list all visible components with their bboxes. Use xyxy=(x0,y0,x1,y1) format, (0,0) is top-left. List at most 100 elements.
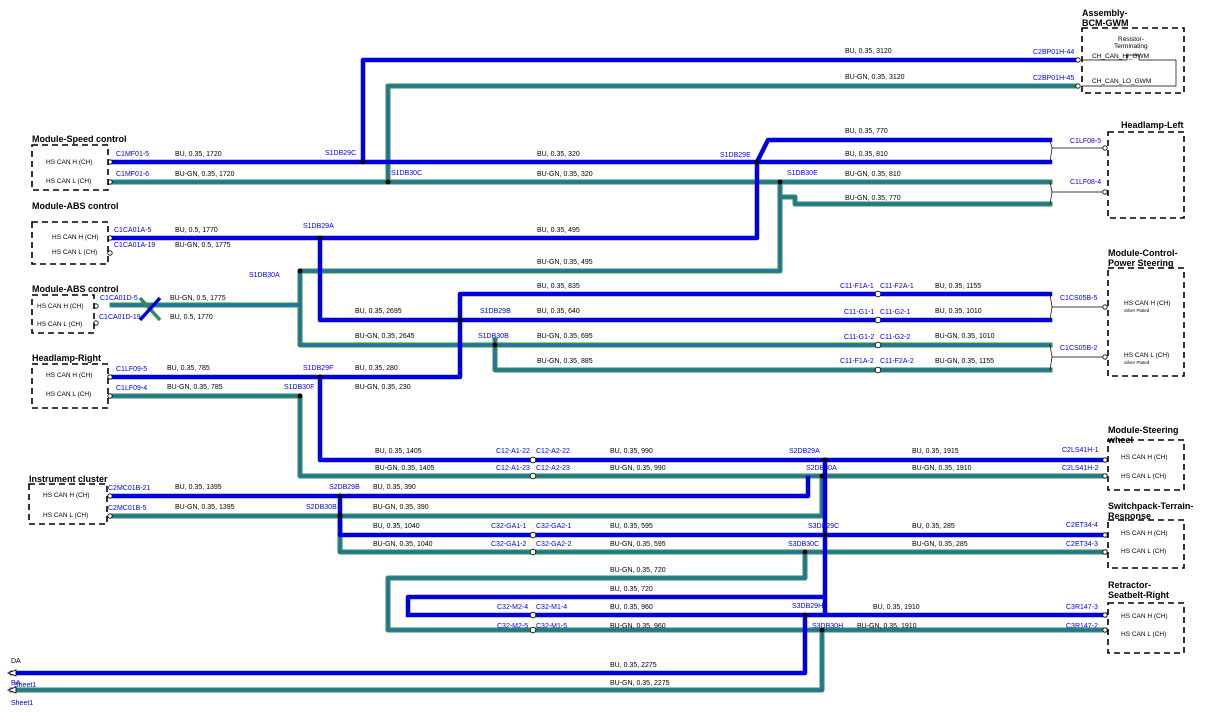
conn-c2et34-3: C2ET34-3 xyxy=(1066,541,1098,548)
splice-s1db30a: S1DB30A xyxy=(249,272,280,279)
conn-c12-a1-22: C12-A1-22 xyxy=(496,448,530,455)
sw-pin-h: HS CAN H (CH) xyxy=(1121,454,1168,461)
conn-c11-f2a-1: C11-F2A-1 xyxy=(880,283,914,290)
hlr-pin-l: HS CAN L (CH) xyxy=(46,391,91,398)
wire-label: BU-GN, 0.35, 1155 xyxy=(935,358,994,365)
offpage-references[interactable]: DA BA Sheet1 Sheet1 xyxy=(11,658,36,707)
ic-pin-h: HS CAN H (CH) xyxy=(43,492,90,499)
wire-label: BU, 0.35, 1405 xyxy=(375,448,422,455)
conn-c32-ga2-1: C32-GA2-1 xyxy=(536,523,572,530)
wire-label: BU, 0.35, 2275 xyxy=(610,662,657,669)
pin-labels: HS CAN H (CH) HS CAN L (CH) HS CAN H (CH… xyxy=(37,36,1171,638)
wire-label: BU, 0.35, 835 xyxy=(537,283,580,290)
conn-c12-a2-23: C12-A2-23 xyxy=(536,465,570,472)
bcm-pin-hi: CH_CAN_HI_GWM xyxy=(1092,53,1149,60)
conn-c2bp01h-45: C2BP01H-45 xyxy=(1033,75,1074,82)
offpage-sheet1-a: Sheet1 xyxy=(14,682,36,689)
conn-c2bp01h-44: C2BP01H-44 xyxy=(1033,49,1074,56)
steering-wheel-title-1: Module-Steering xyxy=(1108,425,1179,435)
bu-wires xyxy=(9,57,1108,676)
wire-label: BU, 0.35, 1720 xyxy=(175,151,222,158)
wire-label: BU-GN, 0.35, 1910 xyxy=(857,623,917,630)
wire-label: BU-GN, 0.5, 1775 xyxy=(175,242,231,249)
conn-c11-g2-1: C11-G2-1 xyxy=(880,309,910,316)
splice-labels: S1DB29C S1DB30C S1DB29E S1DB30E S1DB29A … xyxy=(249,150,843,630)
wire-label: BU, 0.35, 3120 xyxy=(845,48,892,55)
module-titles: Module-Speed control Module-ABS control … xyxy=(29,8,1193,600)
wire-label: BU-GN, 0.35, 2275 xyxy=(610,680,670,687)
conn-c3r147-3: C3R147-3 xyxy=(1066,604,1098,611)
bcm-title-2: BCM-GWM xyxy=(1082,18,1129,28)
conn-c1cs05b-2: C1CS05B-2 xyxy=(1060,345,1097,352)
conn-c11-f2a-2: C11-F2A-2 xyxy=(880,358,914,365)
abs-module-title: Module-ABS control xyxy=(32,201,119,211)
conn-c1cs05b-5: C1CS05B-5 xyxy=(1060,295,1097,302)
wire-label: BU-GN, 0.35, 2645 xyxy=(355,333,415,340)
wire-label: BU, 0.35, 770 xyxy=(845,128,888,135)
wire-label: BU, 0.35, 390 xyxy=(373,484,416,491)
bcm-resistor-label-1: Resistor- xyxy=(1118,36,1144,43)
power-steering-title-1: Module-Control- xyxy=(1108,248,1177,258)
conn-c2mc01b-21: C2MC01B-21 xyxy=(108,485,151,492)
abs-pin-l: HS CAN L (CH) xyxy=(52,249,97,256)
wire-label: BU, 0.5, 1770 xyxy=(175,227,218,234)
sw-pin-l: HS CAN L (CH) xyxy=(1121,473,1166,480)
conn-c1lf08-5: C1LF08-5 xyxy=(1070,138,1101,145)
splice-s2db30b: S2DB30B xyxy=(306,504,337,511)
wire-label: BU, 0.35, 285 xyxy=(912,523,955,530)
wire-label: BU, 0.35, 810 xyxy=(845,151,888,158)
splice-s1db30b: S1DB30B xyxy=(478,333,509,340)
ps-pin-h: HS CAN H (CH) xyxy=(1124,300,1171,307)
conn-c11-g1-2: C11-G1-2 xyxy=(844,334,874,341)
conn-c2mc01b-5: C2MC01B-5 xyxy=(108,505,147,512)
ps-pin-l-note: Silver Plated xyxy=(1124,360,1150,365)
wire-label: BU, 0.35, 1915 xyxy=(912,448,959,455)
splice-s1db30f: S1DB30F xyxy=(284,384,314,391)
sp-pin-l: HS CAN L (CH) xyxy=(1121,548,1166,555)
abs-pin-h: HS CAN H (CH) xyxy=(52,234,99,241)
conn-c1ca01d-19: C1CA01D-19 xyxy=(99,314,141,321)
wire-label: BU-GN, 0.35, 320 xyxy=(537,171,593,178)
conn-c11-f1a-1: C11-F1A-1 xyxy=(840,283,874,290)
splice-s3db30h: S3DB30H xyxy=(812,623,843,630)
conn-c1mf01-6: C1MF01-6 xyxy=(116,171,149,178)
wire-label: BU-GN, 0.35, 1910 xyxy=(912,465,972,472)
headlamp-right-title: Headlamp-Right xyxy=(32,353,101,363)
conn-c32-ga1-1: C32-GA1-1 xyxy=(491,523,527,530)
wire-label: BU, 0.5, 1770 xyxy=(170,314,213,321)
offpage-arrows xyxy=(6,669,17,694)
conn-c32-ga1-2: C32-GA1-2 xyxy=(491,541,527,548)
wire-label: BU-GN, 0.35, 230 xyxy=(355,384,411,391)
conn-c32-m2-5: C32-M2-5 xyxy=(497,623,528,630)
conn-c12-a1-23: C12-A1-23 xyxy=(496,465,530,472)
conn-c11-g1-1: C11-G1-1 xyxy=(844,309,874,316)
wire-label: BU-GN, 0.35, 720 xyxy=(610,567,666,574)
conn-c3r147-2: C3R147-2 xyxy=(1066,623,1098,630)
sp-pin-h: HS CAN H (CH) xyxy=(1121,530,1168,537)
wire-label: BU, 0.35, 280 xyxy=(355,365,398,372)
wire-label: BU-GN, 0.35, 990 xyxy=(610,465,666,472)
wire-label: BU-GN, 0.5, 1775 xyxy=(170,295,226,302)
wire-labels: BU, 0.35, 3120 BU-GN, 0.35, 3120 BU, 0.3… xyxy=(167,48,995,687)
switchpack-title-2: Response xyxy=(1108,511,1151,521)
offpage-sheet1-b: Sheet1 xyxy=(11,700,33,707)
terminating-resistor xyxy=(1082,54,1177,87)
headlamp-left-title: Headlamp-Left xyxy=(1121,120,1184,130)
speed-pin-l: HS CAN L (CH) xyxy=(46,178,91,185)
splice-s1db29b: S1DB29B xyxy=(480,308,511,315)
conn-c2et34-4: C2ET34-4 xyxy=(1066,522,1098,529)
wire-label: BU, 0.35, 990 xyxy=(610,448,653,455)
bcm-pin-lo: CH_CAN_LO_GWM xyxy=(1092,78,1151,85)
power-steering-title-2: Power Steering xyxy=(1108,258,1174,268)
conn-c11-f1a-2: C11-F1A-2 xyxy=(840,358,874,365)
bcm-resistor-label-2: Terminating xyxy=(1114,43,1148,50)
offpage-ba: BA xyxy=(11,680,21,687)
abs-module-2-title: Module-ABS control xyxy=(32,284,119,294)
abs2-pin-l: HS CAN L (CH) xyxy=(37,321,82,328)
wire-label: BU-GN, 0.35, 1395 xyxy=(175,504,235,511)
conn-c1ca01a-5: C1CA01A-5 xyxy=(114,227,151,234)
wire-label: BU-GN, 0.35, 960 xyxy=(610,623,666,630)
ps-pin-l: HS CAN L (CH) xyxy=(1124,352,1169,359)
conn-c2ls41h-2: C2LS41H-2 xyxy=(1062,465,1099,472)
rs-pin-l: HS CAN L (CH) xyxy=(1121,631,1166,638)
